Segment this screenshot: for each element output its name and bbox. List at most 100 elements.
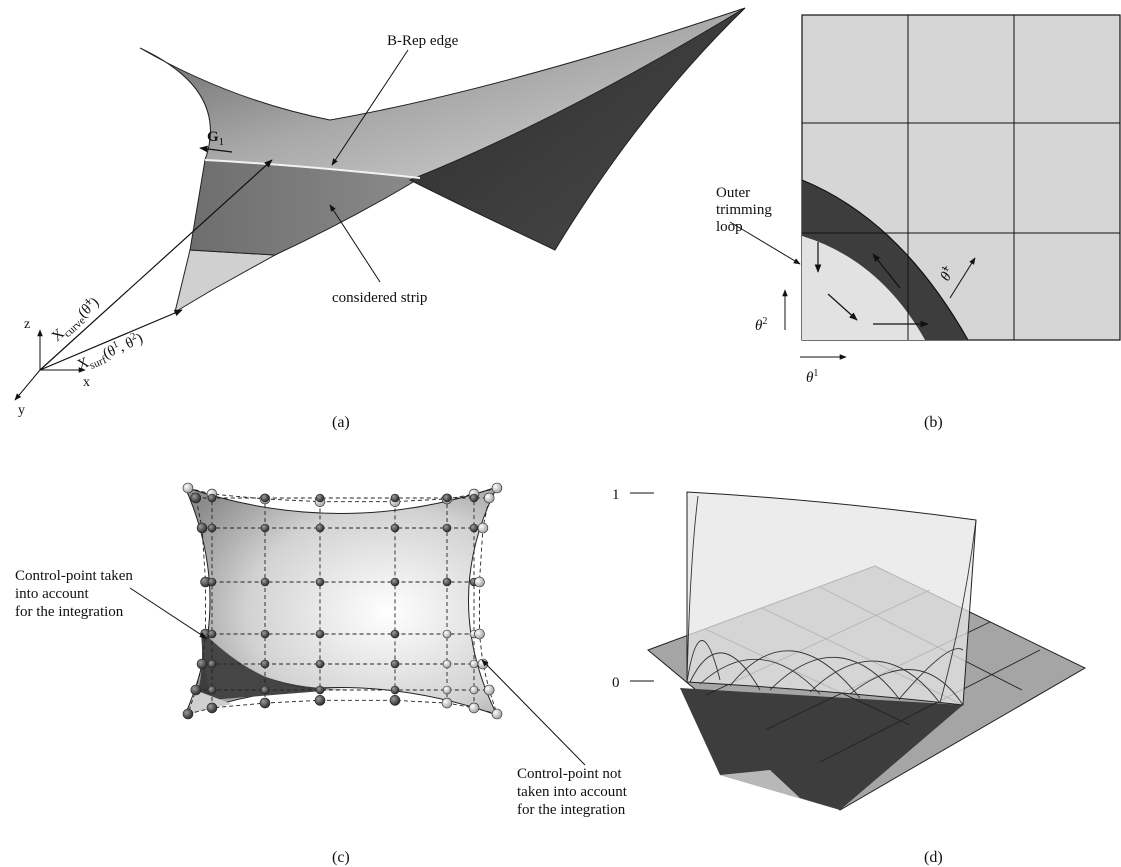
loop-arrow-up	[872, 253, 901, 289]
control-point-excluded	[442, 629, 452, 639]
tick-one-label: 1	[612, 487, 620, 503]
control-point-included	[390, 577, 400, 587]
axis-y-label: y	[18, 403, 25, 418]
basis-wall	[686, 491, 977, 706]
not-taken-label-2: taken into account	[517, 784, 628, 800]
taken-label-3: for the integration	[15, 604, 124, 620]
taken-callout	[129, 587, 207, 639]
outer-loop-callout	[729, 221, 801, 265]
lower-light-strip	[174, 249, 277, 314]
axis-y-line	[14, 369, 41, 401]
considered-strip-label: considered strip	[332, 290, 427, 306]
control-point-excluded	[474, 628, 485, 640]
taken-label-2: into account	[15, 586, 90, 602]
theta-tilde-arrow	[949, 257, 976, 299]
control-point-included	[390, 659, 400, 669]
control-point-included	[190, 684, 202, 696]
control-point-included	[207, 659, 217, 669]
caption-b: (b)	[924, 414, 943, 431]
control-point-excluded	[469, 685, 479, 695]
control-point-included	[315, 685, 325, 695]
control-point-included	[196, 522, 208, 534]
control-point-excluded	[491, 482, 503, 494]
control-point-included	[260, 685, 270, 695]
control-point-excluded	[469, 659, 479, 669]
panel-c: Control-point taken into account for the…	[15, 482, 628, 866]
loop-arrow-diag-down	[827, 293, 858, 321]
tick-zero-label: 0	[612, 675, 620, 691]
control-point-included	[389, 695, 401, 706]
control-point-excluded	[483, 492, 495, 504]
control-point-included	[207, 685, 217, 695]
x-surf-vector	[39, 309, 183, 371]
panel-d: 1 0 (d)	[612, 487, 1087, 866]
control-points	[182, 482, 503, 720]
control-point-excluded	[491, 708, 503, 720]
control-point-included	[315, 659, 325, 669]
control-point-included	[260, 577, 270, 587]
trimmed-dark-wedge	[201, 630, 348, 700]
outer-loop-label-2: trimming	[716, 202, 772, 218]
taken-label-1: Control-point taken	[15, 568, 133, 584]
control-point-included	[390, 629, 400, 639]
control-point-included	[196, 658, 208, 670]
control-point-included	[190, 492, 202, 504]
g1-vector	[199, 145, 233, 153]
inner-region	[802, 236, 925, 340]
outer-loop-label-1: Outer	[716, 185, 750, 201]
control-point-included	[315, 493, 325, 503]
control-point-included	[469, 493, 479, 503]
control-point-included	[390, 685, 400, 695]
dark-wing-surface	[408, 7, 746, 251]
theta1-label: θ1	[806, 368, 818, 386]
control-point-included	[314, 695, 326, 706]
not-taken-callout	[481, 659, 586, 766]
trimmed-band	[802, 180, 968, 340]
control-point-excluded	[477, 522, 489, 534]
control-point-included	[315, 577, 325, 587]
control-point-included	[207, 493, 217, 503]
control-point-included	[390, 523, 400, 533]
caption-a: (a)	[332, 414, 350, 431]
control-point-included	[206, 702, 218, 714]
control-point-included	[259, 697, 271, 709]
control-point-excluded	[474, 576, 485, 588]
brep-edge-label: B-Rep edge	[387, 33, 459, 49]
control-point-included	[442, 493, 452, 503]
trimmed-light-corner	[187, 690, 232, 714]
control-point-included	[207, 629, 217, 639]
outer-trimming-curve	[801, 179, 969, 341]
control-point-included	[207, 523, 217, 533]
control-point-included	[315, 523, 325, 533]
control-point-included	[260, 493, 270, 503]
control-point-included	[182, 708, 194, 720]
control-point-included	[442, 523, 452, 533]
control-point-excluded	[182, 482, 194, 494]
caption-c: (c)	[332, 849, 350, 866]
axis-z-label: z	[24, 317, 30, 332]
control-point-included	[469, 523, 479, 533]
not-taken-label-3: for the integration	[517, 802, 626, 818]
control-point-excluded	[442, 659, 452, 669]
control-point-excluded	[442, 685, 452, 695]
panel-a: B-Rep edge G1 considered strip Xcurve(θ̃…	[14, 7, 746, 431]
control-point-included	[260, 659, 270, 669]
control-point-included	[260, 523, 270, 533]
not-taken-label-1: Control-point not	[517, 766, 622, 782]
control-point-excluded	[441, 697, 453, 709]
control-point-excluded	[483, 684, 495, 696]
ground-light-corner	[720, 770, 840, 810]
control-point-excluded	[468, 702, 480, 714]
strip-callout	[329, 204, 381, 283]
caption-d: (d)	[924, 849, 943, 866]
control-point-included	[207, 577, 217, 587]
brep-edge-curve	[204, 159, 421, 179]
brep-edge-callout	[331, 49, 409, 166]
outer-loop-label-3: loop	[716, 219, 743, 235]
x-curve-vector	[39, 159, 273, 371]
x-surf-label: Xsurf(θ1, θ2)	[74, 329, 146, 377]
control-point-included	[315, 629, 325, 639]
axis-x-label: x	[83, 375, 90, 390]
basis-curves	[686, 495, 977, 706]
